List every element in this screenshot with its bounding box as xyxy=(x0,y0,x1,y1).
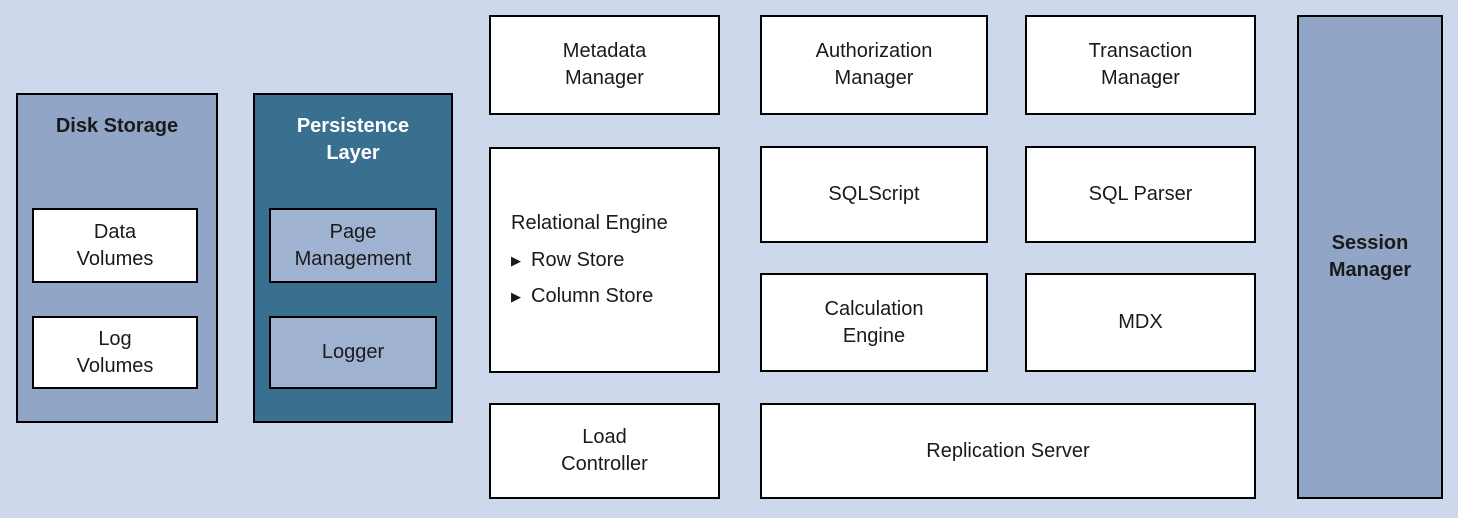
load-controller-node: Load Controller xyxy=(489,403,720,499)
persistence-layer-title: Persistence Layer xyxy=(296,115,410,164)
sql-parser-label: SQL Parser xyxy=(1088,183,1193,205)
relational-engine-label: Relational Engine xyxy=(511,212,668,234)
metadata-manager-node: Metadata Manager xyxy=(489,15,720,115)
logger-label: Logger xyxy=(321,341,385,363)
authorization-manager-node: Authorization Manager xyxy=(760,15,988,115)
replication-server-node: Replication Server xyxy=(760,403,1256,499)
calculation-engine-label: Calculation Engine xyxy=(824,297,924,347)
sqlscript-node: SQLScript xyxy=(760,146,988,243)
mdx-node: MDX xyxy=(1025,273,1256,372)
transaction-manager-node: Transaction Manager xyxy=(1025,15,1256,115)
load-controller-label: Load Controller xyxy=(561,426,648,475)
session-manager-label: Session Manager xyxy=(1328,232,1412,281)
disk-storage-title: Disk Storage xyxy=(55,115,179,137)
transaction-manager-label: Transaction Manager xyxy=(1088,40,1193,89)
sql-parser-node: SQL Parser xyxy=(1025,146,1256,243)
page-management-node: Page Management xyxy=(269,208,437,283)
row-store-label: Row Store xyxy=(531,249,625,271)
session-manager-node: Session Manager xyxy=(1297,15,1443,499)
data-volumes-label: Data Volumes xyxy=(76,220,154,270)
replication-server-label: Replication Server xyxy=(926,439,1090,462)
relational-engine-node: Relational Engine ▶ Row Store ▶ Column S… xyxy=(489,147,720,373)
logger-node: Logger xyxy=(269,316,437,389)
column-store-label: Column Store xyxy=(531,285,654,307)
bullet-triangle-icon: ▶ xyxy=(511,289,521,304)
data-volumes-node: Data Volumes xyxy=(32,208,198,283)
column-store-item: ▶ Column Store xyxy=(511,283,653,310)
row-store-item: ▶ Row Store xyxy=(511,247,624,274)
bullet-triangle-icon: ▶ xyxy=(511,253,521,268)
mdx-label: MDX xyxy=(1118,311,1163,333)
calculation-engine-node: Calculation Engine xyxy=(760,273,988,372)
log-volumes-node: Log Volumes xyxy=(32,316,198,389)
authorization-manager-label: Authorization Manager xyxy=(815,40,933,89)
page-management-label: Page Management xyxy=(294,220,412,270)
sqlscript-label: SQLScript xyxy=(828,183,920,205)
log-volumes-label: Log Volumes xyxy=(76,327,154,377)
metadata-manager-label: Metadata Manager xyxy=(562,40,647,89)
